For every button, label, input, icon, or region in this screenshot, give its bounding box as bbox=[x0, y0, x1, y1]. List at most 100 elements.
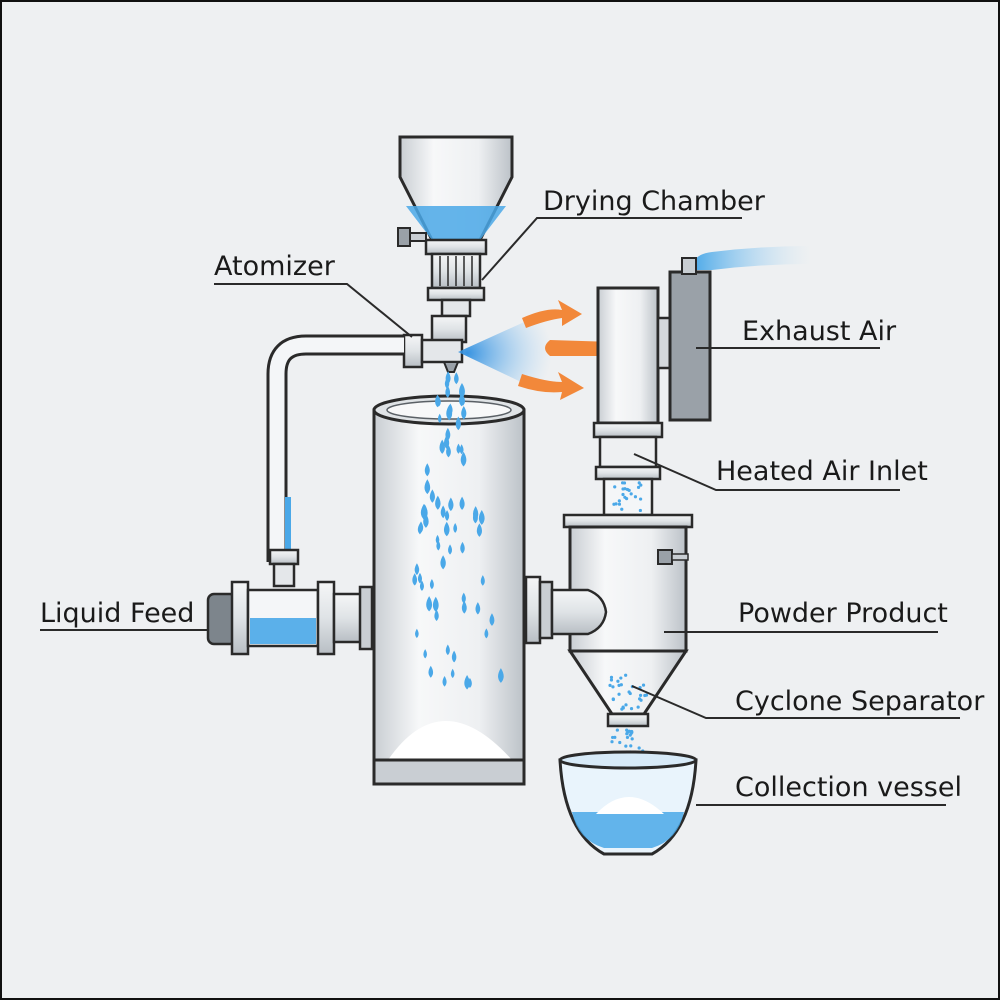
droplet bbox=[419, 580, 424, 591]
droplet bbox=[445, 644, 450, 656]
droplet bbox=[460, 395, 465, 406]
cyclone-separator bbox=[562, 513, 694, 728]
powder-particle bbox=[617, 692, 621, 696]
powder-particle bbox=[622, 481, 627, 485]
label-powder-product: Powder Product bbox=[738, 598, 948, 629]
droplet bbox=[444, 510, 450, 521]
liquid-feed-pump bbox=[206, 580, 374, 656]
droplet bbox=[435, 495, 441, 510]
droplet bbox=[429, 489, 435, 503]
droplet bbox=[451, 650, 457, 663]
droplet bbox=[460, 541, 465, 554]
powder-particle bbox=[624, 673, 628, 677]
droplet bbox=[415, 628, 419, 639]
powder-particle bbox=[625, 735, 630, 740]
droplet bbox=[440, 555, 446, 570]
powder-particle bbox=[618, 740, 622, 745]
powder-particle bbox=[624, 497, 629, 501]
droplet bbox=[414, 563, 420, 575]
powder-particle bbox=[644, 693, 649, 697]
powder-particle bbox=[630, 737, 634, 741]
powder-particle bbox=[611, 685, 615, 689]
spray-droplets bbox=[412, 371, 504, 690]
powder-particle bbox=[617, 499, 621, 503]
leader-atomizer bbox=[214, 283, 413, 338]
powder-particle bbox=[609, 678, 614, 682]
powder-particle bbox=[616, 679, 620, 683]
droplet bbox=[456, 443, 461, 454]
powder-particle bbox=[608, 683, 612, 687]
droplet bbox=[443, 521, 450, 537]
atomizer-nozzle bbox=[402, 314, 468, 373]
powder-particle bbox=[629, 492, 633, 496]
droplet bbox=[467, 677, 472, 688]
droplet bbox=[484, 628, 489, 639]
droplet bbox=[437, 413, 442, 423]
powder-particle bbox=[639, 698, 643, 702]
droplet bbox=[435, 534, 440, 545]
droplet bbox=[448, 403, 453, 416]
droplet bbox=[420, 503, 427, 520]
powder-particle bbox=[617, 502, 622, 506]
label-atomizer: Atomizer bbox=[214, 251, 336, 282]
drying-chamber-vessel bbox=[372, 394, 526, 786]
label-collection-vessel: Collection vessel bbox=[735, 772, 962, 803]
leader-cyclone-separator bbox=[631, 685, 960, 719]
powder-particle bbox=[637, 746, 641, 750]
droplet bbox=[461, 406, 467, 420]
powder-particle bbox=[621, 492, 625, 497]
droplet bbox=[459, 383, 465, 399]
droplet bbox=[450, 668, 455, 679]
droplet bbox=[412, 573, 418, 586]
collection-vessel bbox=[558, 750, 698, 856]
cyclone-inlet-pipe bbox=[524, 575, 608, 645]
powder-particle bbox=[614, 502, 618, 506]
spray-cone bbox=[458, 314, 552, 392]
powder-particle bbox=[611, 697, 615, 701]
powder-particle bbox=[638, 508, 642, 513]
powder-particle bbox=[625, 728, 629, 732]
droplet bbox=[426, 596, 433, 612]
label-exhaust-air: Exhaust Air bbox=[742, 316, 897, 347]
droplet bbox=[498, 668, 504, 683]
powder-particle bbox=[636, 705, 640, 709]
powder-particle bbox=[610, 740, 614, 744]
label-heated-air-inlet: Heated Air Inlet bbox=[716, 456, 928, 487]
powder-particle bbox=[609, 675, 614, 679]
droplet bbox=[453, 522, 458, 533]
feed-hopper bbox=[397, 135, 514, 318]
powder-particle bbox=[619, 683, 623, 687]
droplet bbox=[448, 497, 454, 512]
powder-particle bbox=[620, 507, 624, 511]
droplet bbox=[442, 676, 447, 687]
powder-particle bbox=[641, 683, 646, 687]
powder-particle bbox=[619, 676, 623, 680]
powder-particle bbox=[613, 485, 617, 489]
droplet bbox=[460, 451, 467, 467]
feed-pipe bbox=[266, 334, 404, 588]
droplet bbox=[489, 613, 495, 626]
powder-particle bbox=[611, 735, 615, 740]
droplet bbox=[423, 649, 427, 659]
powder-particle bbox=[638, 693, 643, 697]
droplet bbox=[445, 371, 451, 385]
droplet bbox=[436, 396, 441, 407]
leader-heated-air-inlet bbox=[633, 453, 900, 491]
label-cyclone-separator: Cyclone Separator bbox=[735, 686, 985, 717]
powder-particle bbox=[639, 497, 643, 501]
droplet bbox=[424, 463, 430, 477]
droplet bbox=[480, 575, 485, 586]
powder-particle bbox=[637, 481, 641, 485]
leader-drying-chamber bbox=[481, 217, 742, 281]
powder-particles bbox=[608, 481, 649, 756]
droplet bbox=[478, 509, 485, 525]
droplet bbox=[417, 572, 422, 584]
droplet bbox=[443, 435, 450, 449]
powder-particle bbox=[629, 744, 633, 748]
droplet bbox=[475, 602, 481, 615]
droplet bbox=[476, 523, 482, 537]
powder-particle bbox=[627, 488, 631, 492]
droplet bbox=[461, 592, 466, 604]
